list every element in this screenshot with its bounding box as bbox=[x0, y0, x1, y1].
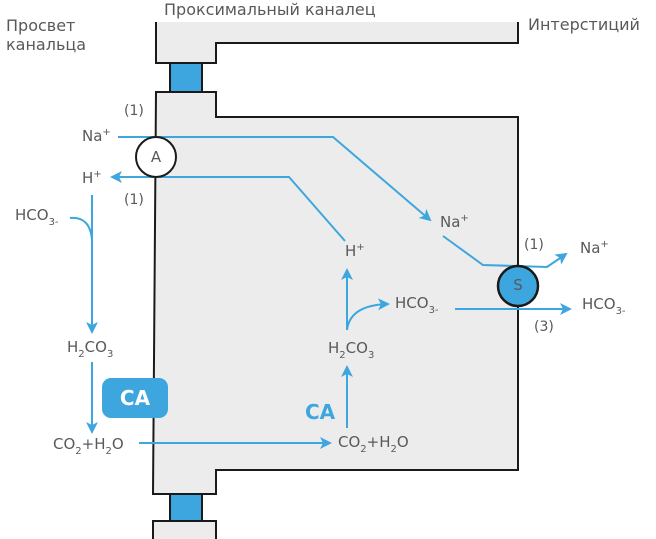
lumen-h2co3: H2CO3 bbox=[67, 340, 113, 360]
interstitial-hco3-charge: 3- bbox=[615, 306, 626, 317]
cell-h2co3: H2CO3 bbox=[328, 341, 374, 361]
transporter-s-label: S bbox=[513, 276, 523, 294]
cell-h2co3-h: H bbox=[328, 339, 340, 357]
lumen-h2co3-sub1: 2 bbox=[78, 349, 85, 360]
transporter-s bbox=[496, 264, 540, 308]
tight-junction-bottom bbox=[169, 493, 203, 522]
lumen-co2-sub: 2 bbox=[75, 446, 82, 457]
lumen-hco3: HCO3- bbox=[15, 208, 59, 228]
arrow-h-secretion bbox=[110, 171, 346, 242]
label-lumen-line2: канальца bbox=[6, 35, 87, 54]
cell-h2co3-co: CO bbox=[345, 339, 368, 357]
stoich-apical-na: (1) bbox=[124, 103, 144, 119]
interstitial-na: Na+ bbox=[580, 240, 609, 256]
transporter-a-label: A bbox=[150, 148, 162, 166]
label-lumen-line1: Просвет bbox=[6, 16, 76, 35]
carbonic-anhydrase-lumen: CA bbox=[102, 378, 168, 418]
arrow-cell-h2co3-to-hco3 bbox=[346, 298, 390, 331]
lumen-hco3-base: HCO bbox=[15, 206, 49, 224]
cell-h-base: H bbox=[345, 242, 357, 260]
lumen-na: Na+ bbox=[82, 128, 111, 144]
arrow-lumen-hco3-join bbox=[69, 216, 93, 241]
lumen-h: H+ bbox=[82, 170, 102, 186]
tubular-cell bbox=[151, 91, 519, 495]
cell-h2co3-sub1: 2 bbox=[339, 350, 346, 361]
lumen-na-base: Na bbox=[82, 127, 103, 145]
lumen-hco3-charge: 3- bbox=[48, 217, 59, 228]
upper-cell bbox=[155, 22, 519, 64]
stoich-baso-hco3: (3) bbox=[534, 319, 554, 335]
carbonic-anhydrase-cell: CA bbox=[305, 400, 336, 424]
lower-cell bbox=[152, 520, 217, 539]
cell-co2-sub: 2 bbox=[360, 444, 367, 455]
cell-hco3-charge: 3- bbox=[428, 305, 439, 316]
cell-h: H+ bbox=[345, 243, 365, 259]
cell-na-charge: + bbox=[460, 213, 469, 224]
label-interstitium: Интерстиций bbox=[528, 15, 640, 34]
cell-co2: CO bbox=[338, 433, 361, 451]
lumen-h2co3-sub2: 3 bbox=[106, 349, 114, 360]
arrow-na-uptake bbox=[118, 136, 432, 222]
label-lumen: Просвет канальца bbox=[6, 16, 86, 54]
lumen-h2o-sub: 2 bbox=[105, 446, 112, 457]
lumen-plus-h: +H bbox=[81, 435, 106, 453]
label-tubule: Проксимальный каналец bbox=[164, 0, 376, 19]
lumen-co2-h2o: CO2+H2O bbox=[53, 437, 124, 457]
interstitial-hco3-base: HCO bbox=[582, 295, 616, 313]
stoich-apical-h: (1) bbox=[124, 192, 144, 208]
cell-h2o-sub: 2 bbox=[390, 444, 397, 455]
cell-na-base: Na bbox=[440, 213, 461, 231]
lumen-na-charge: + bbox=[102, 127, 111, 138]
lumen-co2: CO bbox=[53, 435, 76, 453]
cell-co2-h2o: CO2+H2O bbox=[338, 435, 409, 455]
tight-junction-top bbox=[169, 62, 203, 93]
lumen-o: O bbox=[111, 435, 124, 453]
cell-hco3: HCO3- bbox=[395, 296, 439, 316]
cell-hco3-base: HCO bbox=[395, 294, 429, 312]
lumen-h2co3-co: CO bbox=[84, 338, 107, 356]
lumen-h-base: H bbox=[82, 169, 94, 187]
cell-h2co3-sub2: 3 bbox=[367, 350, 375, 361]
interstitial-hco3: HCO3- bbox=[582, 297, 626, 317]
lumen-h-charge: + bbox=[93, 169, 102, 180]
transporter-a bbox=[135, 136, 177, 178]
cell-o: O bbox=[396, 433, 409, 451]
interstitial-na-base: Na bbox=[580, 239, 601, 257]
stoich-baso-na: (1) bbox=[524, 237, 544, 253]
interstitial-na-charge: + bbox=[600, 239, 609, 250]
cell-na: Na+ bbox=[440, 214, 469, 230]
cell-h-charge: + bbox=[356, 242, 365, 253]
lumen-h2co3-h: H bbox=[67, 338, 79, 356]
cell-plus-h: +H bbox=[366, 433, 391, 451]
